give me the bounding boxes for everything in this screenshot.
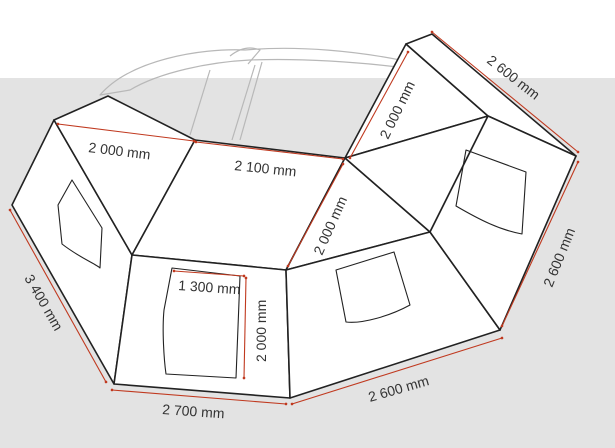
dim-door-width: 1 300 mm — [178, 277, 241, 297]
dim-top-left-panel: 2 000 mm — [88, 139, 152, 162]
dim-bottom-front: 2 700 mm — [162, 401, 225, 421]
right-front-window — [335, 251, 411, 323]
dim-top-center-span: 2 100 mm — [234, 157, 298, 179]
dimension-lines — [8, 30, 580, 406]
front-door — [162, 267, 241, 379]
dim-door-height: 2 000 mm — [253, 300, 269, 362]
